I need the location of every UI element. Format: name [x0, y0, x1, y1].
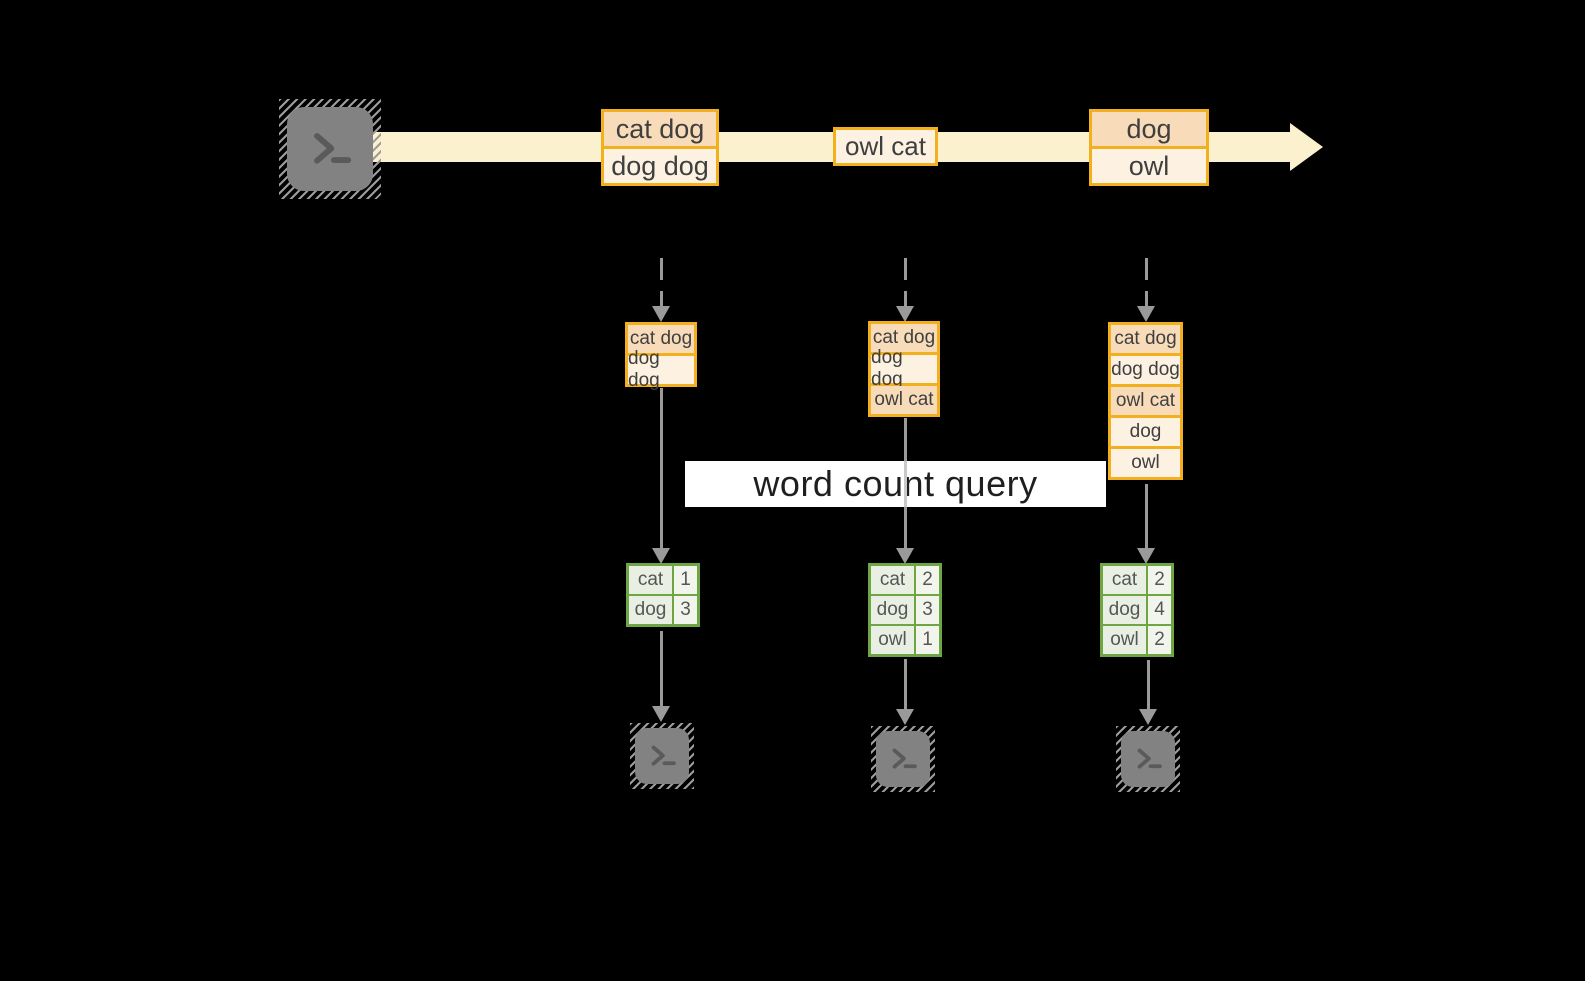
source-terminal-icon	[279, 99, 381, 199]
stream-record: dog	[1092, 112, 1206, 146]
terminal-icon	[876, 731, 930, 787]
stream-record: cat dog	[604, 112, 716, 146]
terminal-icon	[1121, 731, 1175, 787]
table-row: cat 1	[629, 566, 697, 594]
down-arrow	[1146, 660, 1150, 709]
down-arrow	[903, 659, 907, 709]
state-buffer-1: cat dog dog dog	[625, 322, 697, 391]
stream-arrowhead	[1290, 123, 1323, 171]
word-cell: cat	[871, 566, 914, 594]
down-arrowhead	[896, 548, 914, 564]
word-cell: dog	[1103, 596, 1146, 624]
counts-table-3: cat 2 dog 4 owl 2	[1100, 563, 1174, 657]
sink-terminal-icon	[1116, 726, 1180, 792]
state-record: owl	[1111, 449, 1180, 477]
stream-batch-1: cat dog dog dog	[601, 109, 719, 186]
word-cell: cat	[1103, 566, 1146, 594]
terminal-icon	[287, 107, 373, 191]
sink-terminal-icon	[871, 726, 935, 792]
state-record: dog dog	[871, 347, 937, 390]
state-record: cat dog	[1111, 325, 1180, 353]
word-cell: dog	[629, 596, 672, 624]
down-arrowhead	[1139, 709, 1157, 725]
state-record: cat dog	[871, 324, 937, 352]
terminal-icon	[635, 728, 689, 784]
count-cell: 3	[916, 596, 939, 624]
stream-record: owl cat	[836, 130, 935, 163]
count-cell: 3	[674, 596, 697, 624]
count-cell: 4	[1148, 596, 1171, 624]
table-row: dog 3	[871, 596, 939, 624]
state-buffer-3: cat dog dog dog owl cat dog owl	[1108, 322, 1183, 480]
down-arrow	[659, 388, 663, 548]
counts-table-1: cat 1 dog 3	[626, 563, 700, 627]
down-arrow	[659, 631, 663, 706]
state-record: cat dog	[628, 325, 694, 353]
dashed-arrow	[1144, 258, 1148, 306]
stream-batch-2: owl cat	[833, 127, 938, 166]
count-cell: 2	[916, 566, 939, 594]
count-cell: 1	[916, 626, 939, 654]
state-record: dog	[1111, 418, 1180, 446]
down-arrow	[1144, 484, 1148, 548]
state-record: dog dog	[1111, 356, 1180, 384]
table-row: owl 1	[871, 626, 939, 654]
query-label: word count query	[753, 463, 1038, 504]
word-cell: cat	[629, 566, 672, 594]
word-cell: owl	[1103, 626, 1146, 654]
arrow-through-band	[903, 461, 907, 507]
down-arrowhead	[1137, 548, 1155, 564]
dashed-arrow	[659, 258, 663, 306]
query-band: word count query	[685, 461, 1106, 507]
table-row: dog 4	[1103, 596, 1171, 624]
dashed-arrow	[903, 258, 907, 306]
table-row: owl 2	[1103, 626, 1171, 654]
count-cell: 2	[1148, 566, 1171, 594]
table-row: cat 2	[1103, 566, 1171, 594]
table-row: cat 2	[871, 566, 939, 594]
dashed-arrowhead	[652, 306, 670, 322]
count-cell: 2	[1148, 626, 1171, 654]
dashed-arrowhead	[1137, 306, 1155, 322]
word-cell: dog	[871, 596, 914, 624]
table-row: dog 3	[629, 596, 697, 624]
down-arrowhead	[652, 548, 670, 564]
word-cell: owl	[871, 626, 914, 654]
state-record: dog dog	[628, 348, 694, 391]
state-buffer-2: cat dog dog dog owl cat	[868, 321, 940, 417]
dashed-arrowhead	[896, 306, 914, 322]
down-arrowhead	[896, 709, 914, 725]
stream-record: owl	[1092, 149, 1206, 183]
count-cell: 1	[674, 566, 697, 594]
state-record: owl cat	[871, 386, 937, 414]
stream-batch-3: dog owl	[1089, 109, 1209, 186]
down-arrowhead	[652, 706, 670, 722]
sink-terminal-icon	[630, 723, 694, 789]
counts-table-2: cat 2 dog 3 owl 1	[868, 563, 942, 657]
state-record: owl cat	[1111, 387, 1180, 415]
stream-record: dog dog	[604, 149, 716, 183]
